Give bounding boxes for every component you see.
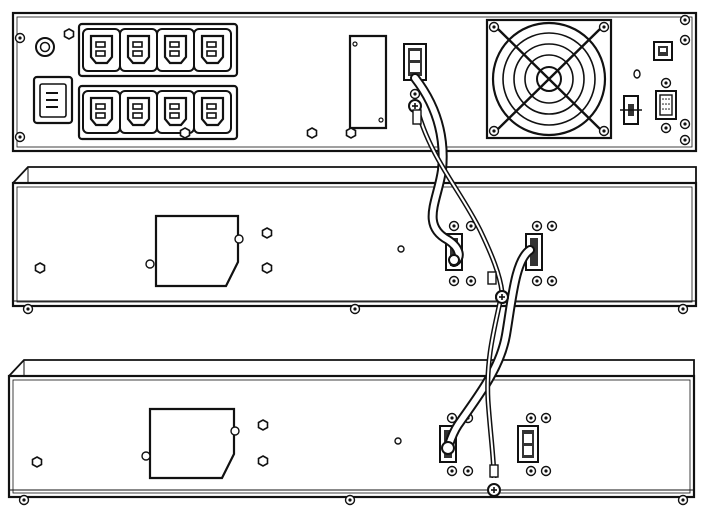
cable-plug-icon (441, 441, 455, 455)
cover-plate-icon (141, 407, 240, 480)
fan-icon (485, 18, 613, 140)
ground-screw-icon (487, 483, 501, 497)
battery-pack-2 (7, 359, 696, 506)
power-inlet-icon (32, 75, 74, 125)
power-cable-2 (443, 245, 535, 453)
mounting-nut-icon (257, 419, 269, 431)
ups-battery-connector-icon (403, 43, 427, 100)
power-cable-1 (410, 73, 464, 267)
outlet-bank-bottom (77, 84, 239, 141)
cable-plug-icon (448, 254, 460, 266)
ground-cable-2 (485, 301, 503, 479)
mounting-nut-icon (261, 227, 273, 239)
ground-cable-1 (415, 111, 505, 293)
cover-plate-icon (145, 214, 244, 288)
mounting-nut-icon (261, 262, 273, 274)
battery-connector-icon (517, 412, 552, 477)
outlet-bank-top (77, 22, 239, 78)
mounting-nut-icon (306, 127, 318, 139)
mounting-nut-icon (34, 262, 46, 274)
mounting-nut-icon (31, 456, 43, 468)
indicator-icon (394, 437, 402, 445)
mounting-nut-icon (257, 455, 269, 467)
breaker-icon (35, 37, 55, 57)
usb-port-icon (653, 41, 673, 61)
indicator-icon (397, 245, 405, 253)
battery-pack-1 (11, 166, 698, 315)
ground-screw-icon (495, 290, 509, 304)
epo-connector-icon (620, 95, 642, 125)
mounting-nut-icon (345, 127, 357, 139)
ups-cover-plate-icon (348, 34, 388, 130)
mounting-nut-icon (63, 28, 75, 40)
ups-unit (11, 11, 698, 153)
serial-port-icon (655, 77, 677, 134)
indicator-icon (633, 69, 641, 79)
mounting-nut-icon (179, 127, 191, 139)
cable-sleeve-icon (412, 109, 422, 125)
